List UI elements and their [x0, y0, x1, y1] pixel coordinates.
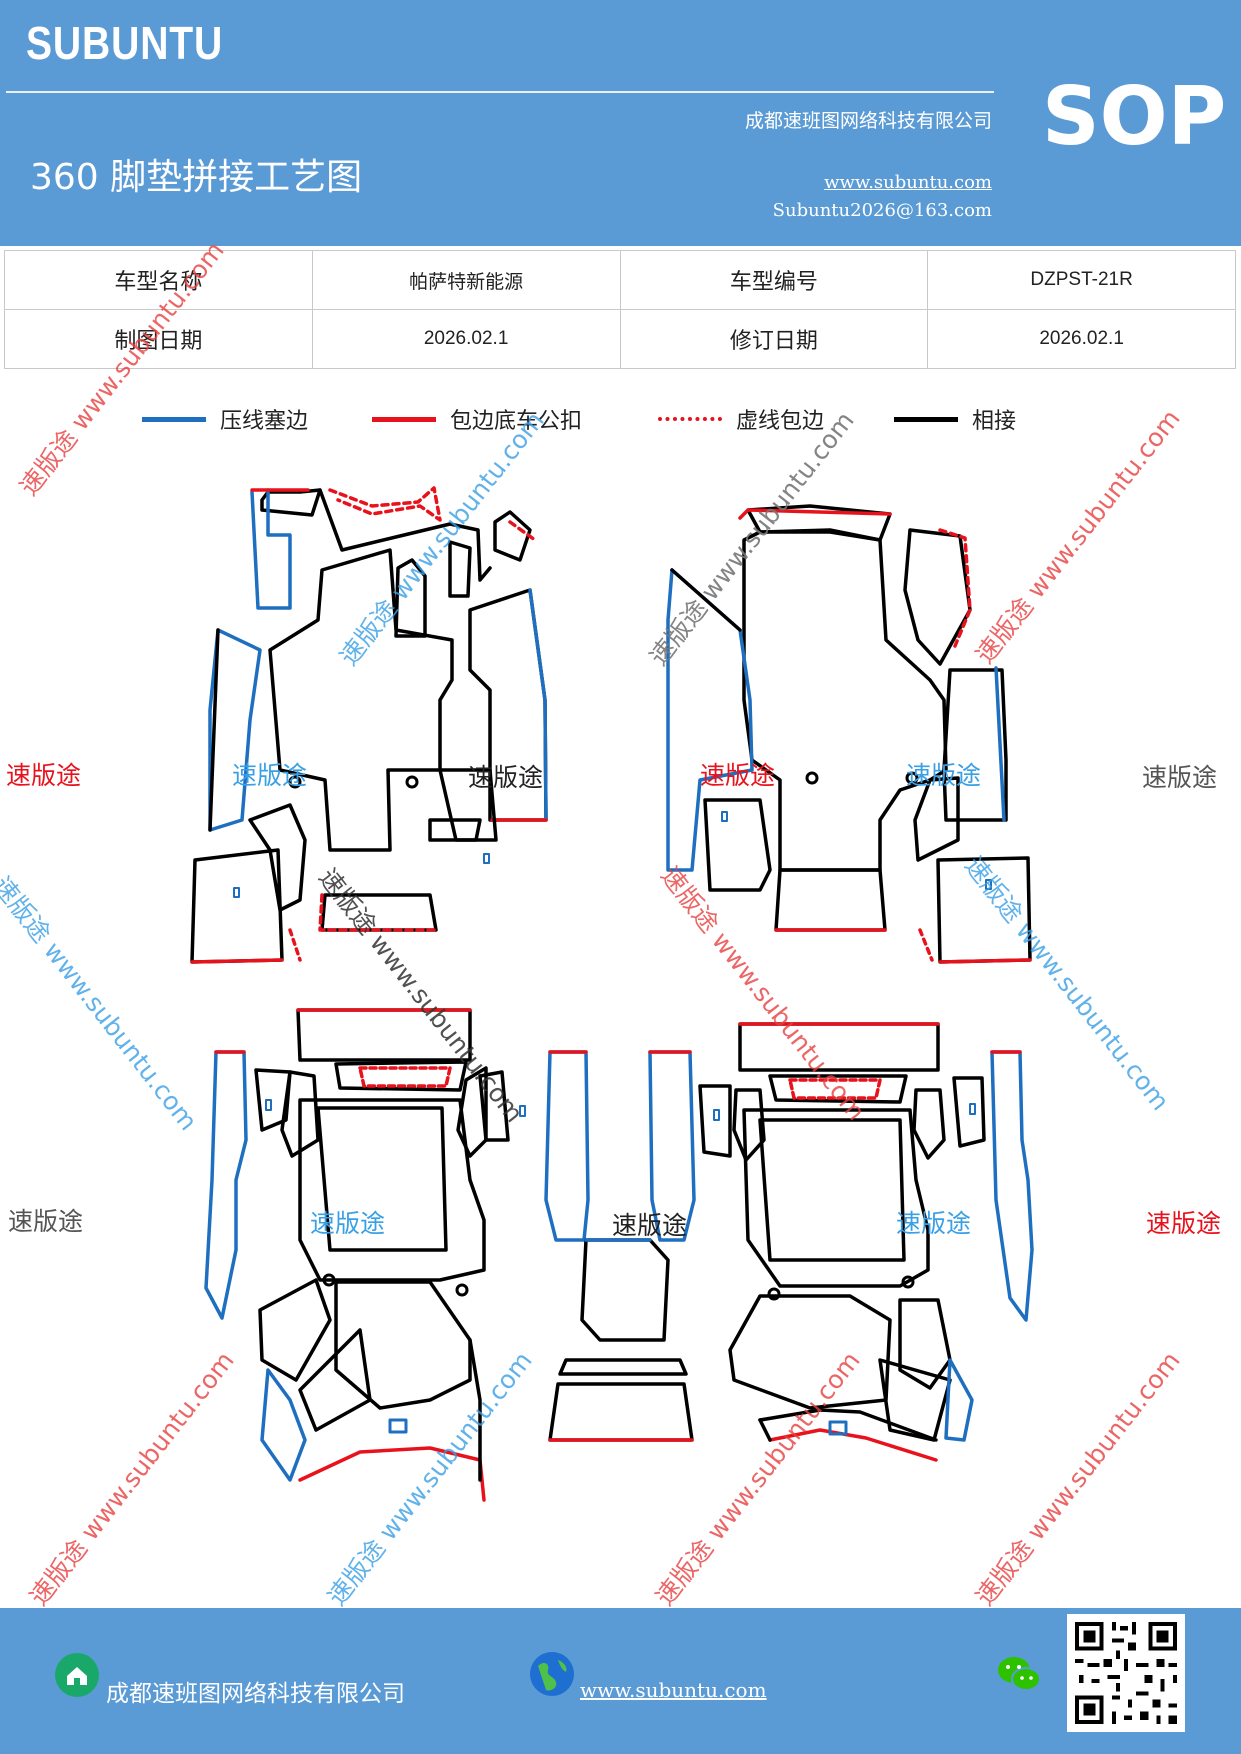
table-row: 制图日期 2026.02.1 修订日期 2026.02.1 — [4, 309, 1236, 369]
legend-label: 包边底车公扣 — [450, 409, 583, 434]
header-banner: SUBUNTU SOP 360 脚垫拼接工艺图 成都速班图网络科技有限公司 ww… — [0, 0, 1241, 246]
legend-swatch-black — [894, 416, 958, 422]
watermark-text: 速版途 — [468, 763, 544, 792]
watermark-text: 速版途 — [612, 1211, 688, 1240]
mat-front-right — [666, 504, 1032, 964]
legend-swatch-red — [372, 416, 436, 422]
brand-logo: SUBUNTU — [26, 17, 224, 69]
home-icon — [55, 1653, 99, 1697]
mat-rear-left — [204, 1008, 590, 1502]
email-address: Subuntu2026@163.com — [772, 200, 992, 221]
watermark-text: 速版途 — [310, 1209, 386, 1238]
globe-icon — [530, 1652, 574, 1696]
value-revise-date: 2026.02.1 — [927, 309, 1236, 369]
sop-badge: SOP — [1042, 70, 1227, 163]
watermark-text: 速版途 — [700, 761, 776, 790]
legend-label: 压线塞边 — [220, 409, 309, 434]
legend-label: 虚线包边 — [736, 409, 825, 434]
mat-center-tunnel — [548, 1238, 694, 1442]
legend-item-binding: 包边底车公扣 — [372, 404, 582, 434]
watermark-text: 速版途 — [232, 761, 308, 790]
footer-company: 成都速班图网络科技有限公司 — [106, 1681, 405, 1707]
footer-banner: 成都速班图网络科技有限公司 www.subuntu.com — [0, 1608, 1241, 1754]
vehicle-info-table: 车型名称 帕萨特新能源 车型编号 DZPST-21R 制图日期 2026.02.… — [4, 250, 1236, 369]
header-divider — [6, 91, 994, 93]
watermark-text: 速版途 — [6, 761, 82, 790]
label-revise-date: 修订日期 — [619, 309, 929, 369]
watermark-text: 速版途 — [896, 1209, 972, 1238]
value-model-name: 帕萨特新能源 — [311, 250, 621, 310]
legend-item-press: 压线塞边 — [142, 404, 308, 434]
table-row: 车型名称 帕萨特新能源 车型编号 DZPST-21R — [4, 250, 1236, 310]
watermark-text: 速版途 — [8, 1207, 84, 1236]
qr-code-pattern — [1075, 1622, 1177, 1724]
qr-code — [1067, 1614, 1185, 1732]
value-draw-date: 2026.02.1 — [311, 309, 621, 369]
watermark-text: 速版途 — [1146, 1209, 1222, 1238]
website-link[interactable]: www.subuntu.com — [824, 172, 992, 193]
legend-item-joint: 相接 — [894, 404, 1016, 434]
wechat-icon[interactable] — [996, 1652, 1042, 1696]
watermark-text: 速版途 — [906, 761, 982, 790]
label-model-name: 车型名称 — [4, 250, 313, 310]
mat-front-left — [190, 486, 548, 964]
legend-swatch-red-dotted — [658, 417, 722, 421]
label-draw-date: 制图日期 — [4, 309, 313, 369]
watermark-text: 速版途 — [1142, 763, 1218, 792]
value-model-code: DZPST-21R — [927, 250, 1236, 310]
label-model-code: 车型编号 — [619, 250, 929, 310]
legend-label: 相接 — [972, 409, 1017, 434]
page-title: 360 脚垫拼接工艺图 — [30, 157, 363, 198]
floor-mat-diagram — [190, 486, 1034, 1502]
legend-item-dotted: 虚线包边 — [658, 404, 824, 434]
footer-website-link[interactable]: www.subuntu.com — [580, 1678, 767, 1702]
legend-swatch-blue — [142, 416, 206, 422]
mat-rear-right — [648, 1022, 1034, 1462]
company-name: 成都速班图网络科技有限公司 — [744, 110, 992, 132]
